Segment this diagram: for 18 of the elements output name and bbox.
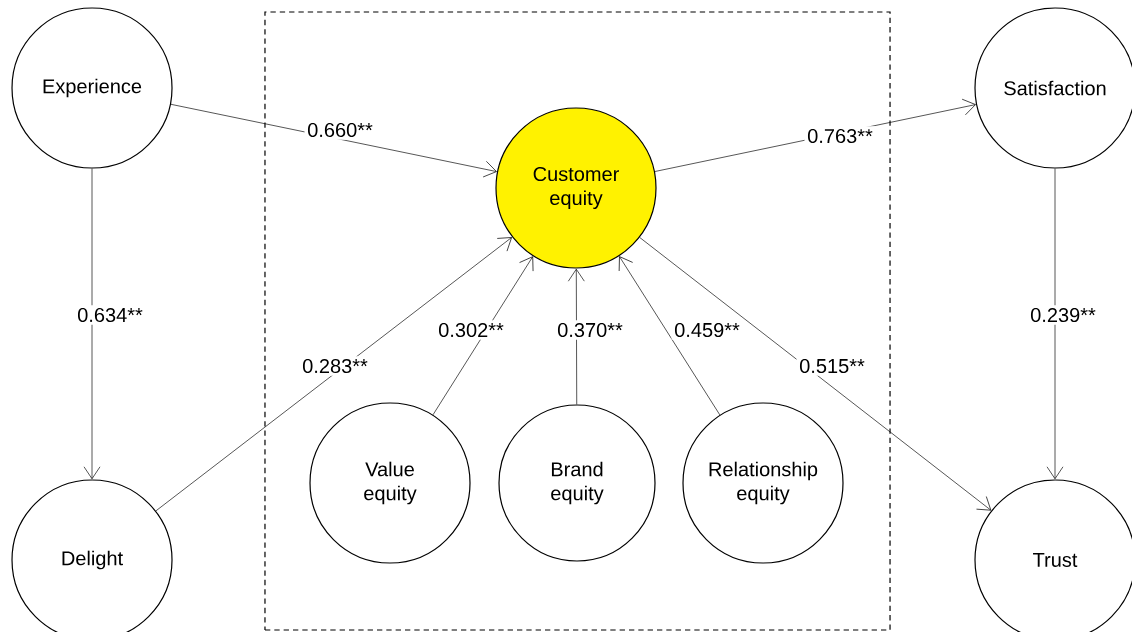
- edge-label: 0.515**: [796, 356, 868, 376]
- arrow: [83, 168, 101, 480]
- arrow: [155, 237, 512, 512]
- edge-label: 0.283**: [299, 356, 371, 376]
- arrow: [1046, 168, 1064, 480]
- arrow: [432, 256, 534, 416]
- edge-label: 0.239**: [1027, 305, 1099, 325]
- dashed-group-box: [264, 11, 891, 631]
- edge-label: 0.370**: [554, 320, 626, 340]
- arrow: [639, 237, 992, 511]
- arrow: [618, 256, 721, 416]
- edge-label: 0.763**: [804, 126, 876, 146]
- arrow: [568, 268, 585, 405]
- arrow: [170, 103, 497, 178]
- edge-label: 0.660**: [304, 120, 376, 140]
- edge-label: 0.459**: [671, 320, 743, 340]
- edge-label: 0.634**: [74, 305, 146, 325]
- edge-label: 0.302**: [435, 320, 507, 340]
